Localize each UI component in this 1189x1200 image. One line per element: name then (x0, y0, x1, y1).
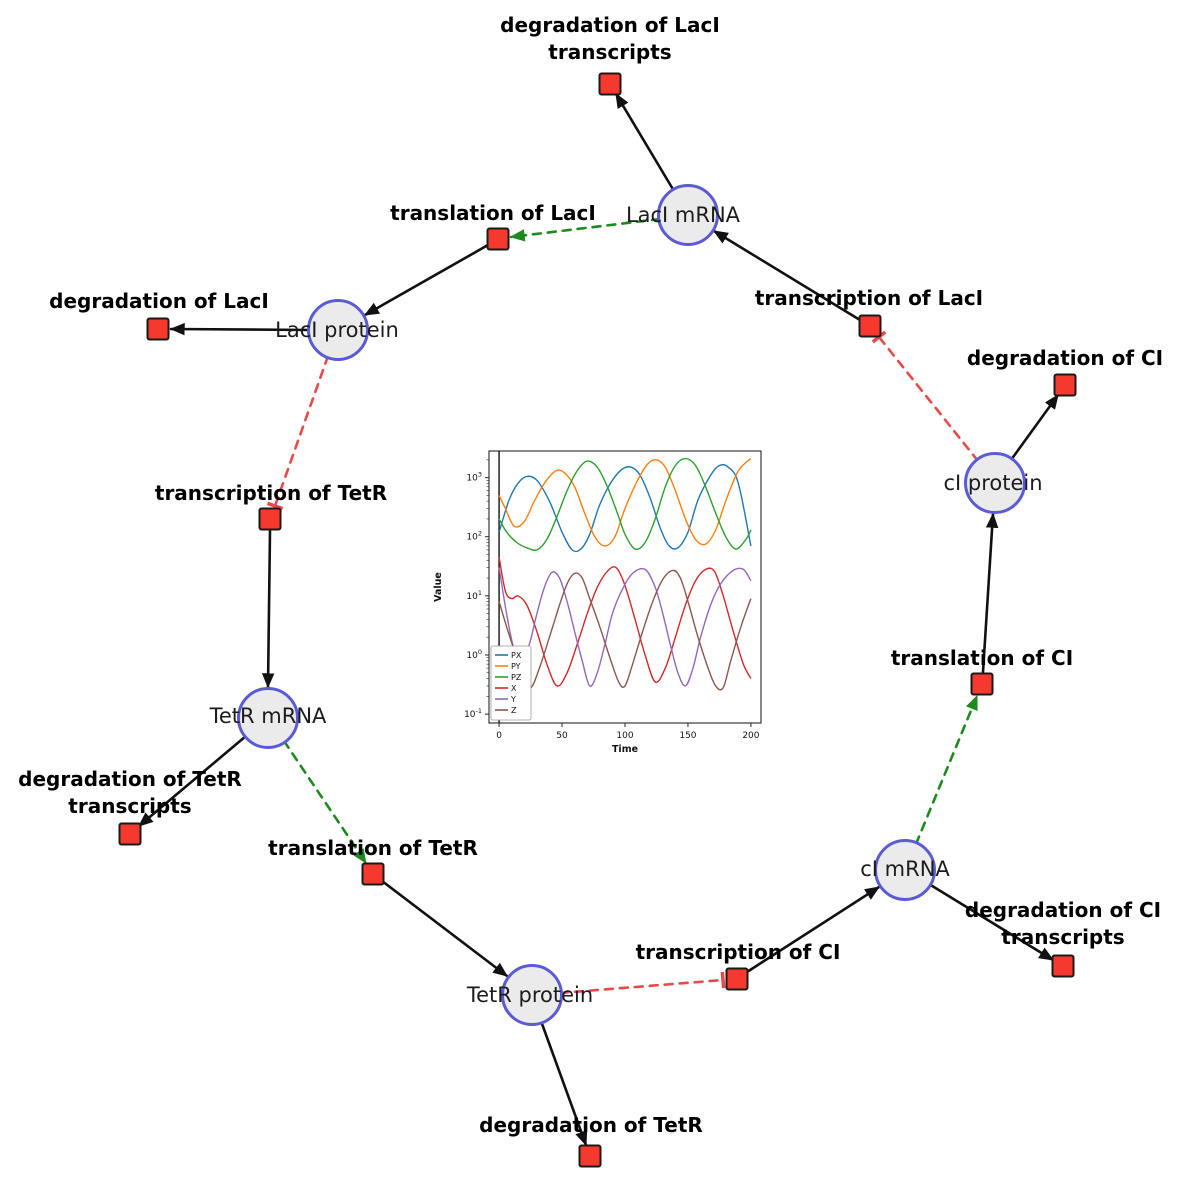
svg-text:Time: Time (612, 744, 638, 755)
svg-text:PZ: PZ (511, 673, 522, 682)
reaction-node-degradation-laci-transcripts[interactable] (598, 72, 622, 96)
species-label-tetr-protein: TetR protein (466, 983, 594, 1007)
species-node-ci-mrna[interactable] (874, 839, 936, 901)
edge-transcription-tetr-mrna (261, 529, 275, 689)
reaction-node-degradation-tetr-transcripts[interactable] (118, 822, 142, 846)
reaction-node-translation-laci[interactable] (486, 227, 510, 251)
edge-laciprotein-inhibits-tetr (266, 354, 330, 511)
species-node-ci-protein[interactable] (964, 452, 1026, 514)
reaction-node-translation-ci[interactable] (970, 672, 994, 696)
species-label-ci-mrna: cI mRNA (860, 857, 950, 881)
reaction-node-degradation-ci[interactable] (1053, 373, 1077, 397)
edge-tetrmrna-degradation (137, 734, 248, 828)
reaction-node-transcription-laci[interactable] (858, 314, 882, 338)
reaction-node-transcription-tetr[interactable] (258, 507, 282, 531)
species-label-ci-protein: cI protein (943, 471, 1043, 495)
svg-text:101: 101 (466, 589, 482, 602)
svg-text:Y: Y (510, 695, 516, 704)
edge-ciprotein-degradation (1009, 393, 1060, 462)
edge-translation-tetrprotein (380, 879, 509, 978)
svg-text:10-1: 10-1 (464, 707, 482, 720)
edge-tetrmrna-translation (282, 739, 368, 865)
reaction-label-degradation-laci: degradation of LacI (49, 289, 269, 313)
reaction-label-translation-laci: translation of LacI (390, 201, 596, 225)
species-label-tetr-mrna: TetR mRNA (209, 704, 327, 728)
reaction-node-degradation-laci[interactable] (146, 317, 170, 341)
species-node-tetr-protein[interactable] (501, 964, 563, 1026)
edge-cimrna-translation (914, 694, 979, 846)
edge-cimrna-degradation (927, 882, 1055, 962)
svg-text:100: 100 (466, 648, 482, 661)
edge-transcription-ci-mrna (745, 885, 881, 974)
reaction-label-degradation-ci-transcripts: degradation of CI transcripts (964, 898, 1162, 949)
reaction-label-degradation-tetr-transcripts: degradation of TetR transcripts (18, 767, 242, 818)
reaction-label-degradation-tetr: degradation of TetR (479, 1113, 703, 1137)
svg-text:103: 103 (466, 471, 482, 484)
svg-text:Z: Z (511, 706, 517, 715)
svg-text:PX: PX (511, 651, 522, 660)
svg-text:150: 150 (679, 731, 696, 741)
species-label-laci-protein: LacI protein (275, 318, 399, 342)
reaction-label-translation-tetr: translation of TetR (268, 836, 478, 860)
reaction-label-transcription-ci: transcription of CI (635, 940, 841, 964)
svg-text:200: 200 (742, 731, 759, 741)
reaction-label-translation-ci: translation of CI (890, 646, 1074, 670)
svg-text:Value: Value (433, 572, 444, 602)
reaction-node-degradation-tetr[interactable] (578, 1144, 602, 1168)
edge-translation-laciprotein (363, 243, 490, 317)
species-node-tetr-mrna[interactable] (237, 687, 299, 749)
svg-text:X: X (511, 684, 517, 693)
svg-text:100: 100 (616, 731, 633, 741)
species-label-laci-mrna: LacI mRNA (625, 203, 741, 227)
edge-translation-ciprotein (981, 512, 999, 674)
svg-text:0: 0 (496, 731, 502, 741)
edge-tetrprotein-degradation (539, 1019, 588, 1147)
reaction-node-degradation-ci-transcripts[interactable] (1051, 954, 1075, 978)
reaction-label-degradation-ci: degradation of CI (966, 346, 1164, 370)
reaction-label-transcription-laci: transcription of LacI (754, 286, 984, 310)
edge-tetrprotein-inhibits-ci (558, 971, 726, 995)
edge-lacimrna-translation (509, 217, 662, 242)
edge-transcription-laci-mrna (712, 229, 862, 322)
edge-lacimrna-degradation (614, 92, 676, 193)
edge-ciprotein-inhibits-laci (871, 330, 980, 463)
reaction-label-degradation-laci-transcripts: degradation of LacI transcripts (500, 13, 720, 64)
reaction-node-transcription-ci[interactable] (725, 967, 749, 991)
species-node-laci-protein[interactable] (307, 299, 369, 361)
svg-text:102: 102 (466, 530, 482, 543)
species-node-laci-mrna[interactable] (657, 184, 719, 246)
reaction-node-translation-tetr[interactable] (361, 862, 385, 886)
svg-text:50: 50 (556, 731, 568, 741)
reaction-label-transcription-tetr: transcription of TetR (154, 481, 388, 505)
edge-laciprotein-degradation (169, 322, 312, 336)
svg-text:PY: PY (511, 662, 521, 671)
